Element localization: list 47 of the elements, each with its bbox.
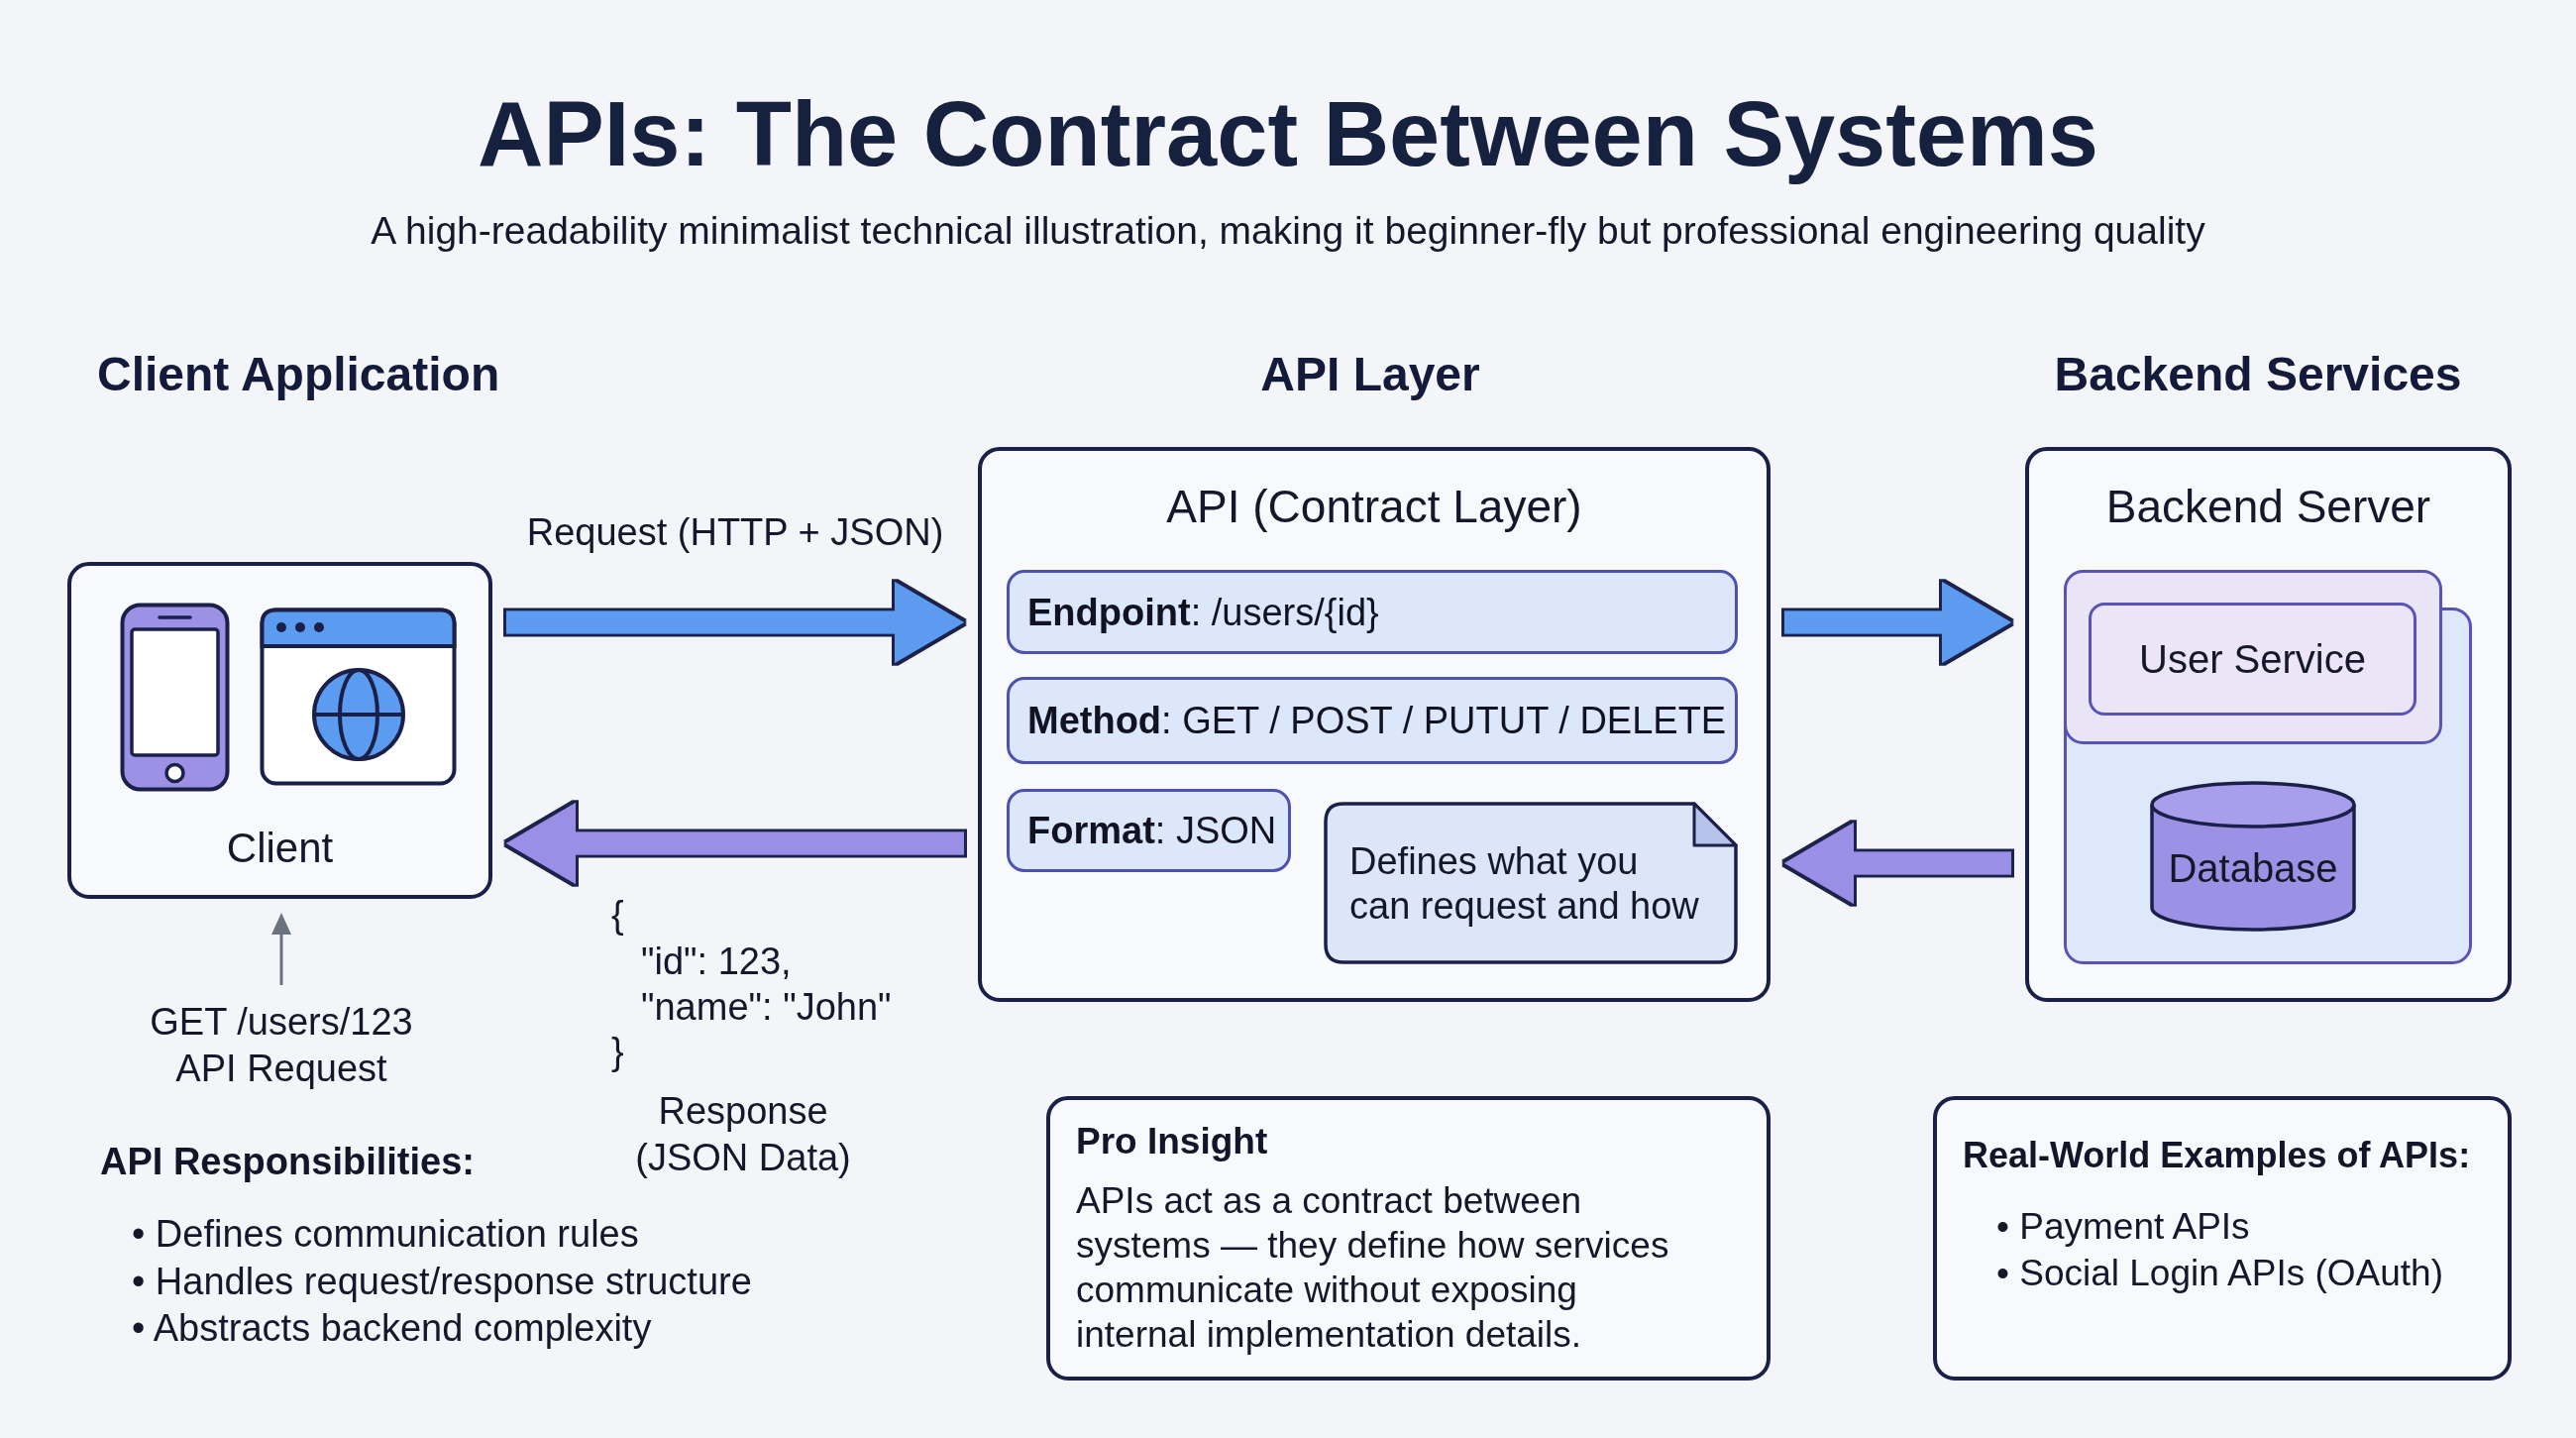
edge-label: Request (HTTP + JSON) [526, 510, 944, 555]
database-cylinder [2150, 781, 2356, 932]
field-box [1007, 789, 1291, 872]
block-arrow [506, 803, 964, 884]
layer-container [978, 447, 1771, 1002]
title: APIs: The Contract Between Systems [478, 82, 2098, 186]
code-line: } [611, 1030, 624, 1074]
column-heading: Client Application [97, 347, 500, 402]
client-box [67, 562, 492, 899]
box-title: Backend Server [2105, 480, 2431, 534]
bullet-item: • Social Login APIs (OAuth) [1996, 1252, 2443, 1295]
service-label: User Service [2139, 636, 2366, 683]
field-text: Endpoint: /users/{id} [1027, 590, 1379, 635]
request-caption: GET /users/123 API Request [133, 999, 430, 1092]
section-heading: API Responsibilities: [100, 1140, 475, 1184]
stacked-panels [2064, 570, 2472, 964]
field-text: Format: JSON [1027, 809, 1277, 853]
examples-card [1933, 1096, 2512, 1381]
insight-card [1046, 1096, 1771, 1381]
block-arrow [1784, 823, 2011, 904]
block-arrow [1784, 582, 2011, 663]
block-arrow [506, 582, 964, 663]
bullet-item: • Abstracts backend complexity [132, 1306, 652, 1351]
service-box [2089, 603, 2416, 716]
field-box [1007, 570, 1738, 654]
response-caption: Response (JSON Data) [634, 1089, 852, 1180]
note-card [1324, 802, 1738, 964]
column-heading: Backend Services [2054, 347, 2462, 402]
bullet-item: • Payment APIs [1996, 1205, 2250, 1249]
arrow [271, 913, 291, 985]
code-line: "id": 123, [641, 940, 792, 984]
box-title: API (Contract Layer) [1166, 480, 1582, 534]
layer-container [2025, 447, 2512, 1002]
database-label: Database [2168, 845, 2338, 892]
bullet-item: • Handles request/response structure [132, 1260, 752, 1304]
subtitle: A high-readability minimalist technical illustration, making it beginner-fly but professional engineering quality [371, 208, 2205, 254]
card-heading: Pro Insight [1076, 1120, 1268, 1163]
code-line: "name": "John" [641, 985, 892, 1030]
node-label: Client [226, 824, 334, 873]
bullet-item: • Defines communication rules [132, 1212, 639, 1257]
field-text: Method: GET / POST / PUTUT / DELETE [1027, 699, 1727, 743]
code-line: { [611, 893, 624, 938]
column-heading: API Layer [1260, 347, 1480, 402]
note-text: Defines what you can request and how [1349, 839, 1700, 929]
card-text: APIs act as a contract between systems — they define how services communicate without exposing internal implementation details. [1076, 1179, 1670, 1357]
card-heading: Real-World Examples of APIs: [1963, 1134, 2471, 1177]
field-box [1007, 677, 1738, 764]
